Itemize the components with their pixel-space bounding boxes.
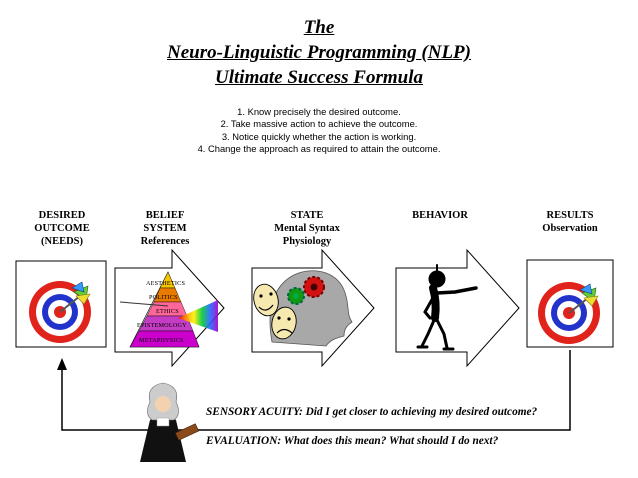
pyramid-icon (129, 271, 200, 348)
sensory-acuity-text: SENSORY ACUITY: Did I get closer to achi… (206, 406, 538, 418)
column-header-state: STATE Mental Syntax Physiology (262, 209, 352, 248)
evaluation-text: EVALUATION: What does this mean? What sh… (206, 435, 499, 447)
desired-line-2: OUTCOME (34, 223, 90, 234)
pointing-figure-icon (416, 264, 478, 351)
column-header-results: RESULTS Observation (528, 209, 612, 235)
pyramid-level-aesthetics: AESTHETICS (146, 280, 186, 287)
results-dart-icon (568, 283, 599, 314)
theatre-masks-icon (253, 283, 297, 340)
feedback-loop-arrow (57, 350, 571, 431)
desired-line-3: (NEEDS) (40, 236, 83, 247)
gear-icons (287, 276, 325, 305)
pyramid-level-epistemology: EPISTEMOLOGY (137, 322, 187, 329)
belief-line-1: BELIEF (145, 210, 185, 221)
state-arrow (251, 248, 375, 368)
desired-line-1: DESIRED (38, 210, 86, 221)
pyramid-level-ethics: ETHICS (156, 308, 179, 315)
results-line-1: RESULTS (546, 210, 594, 221)
results-line-2: Observation (542, 223, 598, 234)
belief-line-3: References (140, 236, 190, 247)
prism-beam-icon (119, 300, 218, 332)
dart-icon (59, 281, 91, 313)
column-header-desired-outcome: DESIRED OUTCOME (NEEDS) (22, 209, 102, 248)
column-header-belief-system: BELIEF SYSTEM References (125, 209, 205, 248)
steps-list: 1. Know precisely the desired outcome. 2… (0, 106, 638, 156)
pyramid-level-metaphysics: METAPHYSICS (139, 337, 184, 344)
step-2: 2. Take massive action to achieve the ou… (220, 118, 418, 130)
column-header-behavior: BEHAVIOR (400, 209, 480, 222)
state-line-2: Mental Syntax (274, 223, 340, 234)
behavior-arrow (395, 248, 520, 368)
feedback-arrowhead (57, 358, 67, 370)
title-line-3: Ultimate Success Formula (215, 67, 423, 88)
step-1: 1. Know precisely the desired outcome. (237, 106, 401, 117)
judge-icon (140, 382, 200, 462)
step-3: 3. Notice quickly whether the action is … (221, 130, 417, 142)
desired-outcome-target (15, 260, 107, 348)
step-4: 4. Change the approach as required to at… (197, 143, 441, 155)
state-line-3: Physiology (282, 236, 332, 247)
belief-system-arrow (114, 248, 225, 368)
behavior-line-1: BEHAVIOR (412, 210, 468, 221)
gavel-icon (174, 423, 200, 441)
belief-line-2: SYSTEM (143, 223, 187, 234)
state-line-1: STATE (290, 210, 324, 221)
title-line-2: Neuro-Linguistic Programming (NLP) (166, 42, 471, 63)
pyramid-level-politics: POLITICS (149, 294, 178, 301)
title-line-1: The (303, 17, 335, 38)
results-target (526, 259, 614, 348)
